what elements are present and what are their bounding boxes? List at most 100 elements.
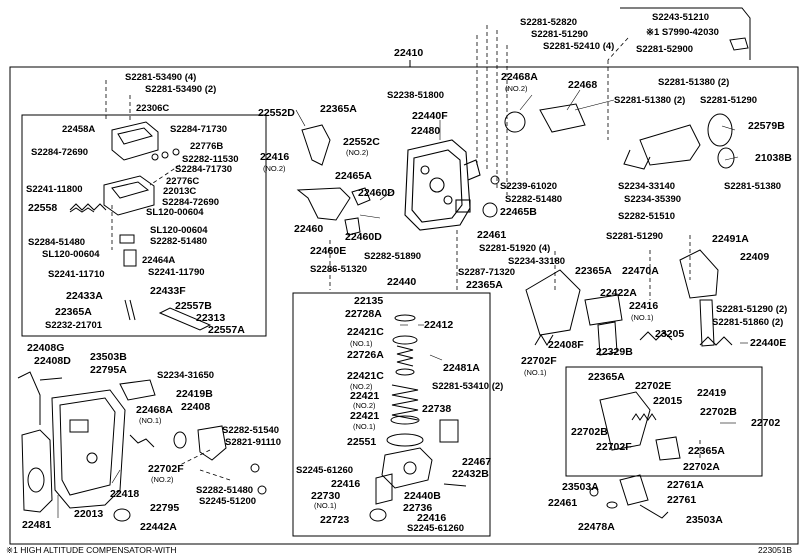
part-label: 22135: [354, 295, 384, 307]
part-label: ※1 S7990-42030: [646, 27, 719, 38]
part-label: 22460: [294, 223, 324, 235]
part-label: S2284-71730: [175, 164, 233, 175]
part-label: S2245-61260: [296, 465, 354, 476]
part-label: 22557B: [175, 300, 212, 312]
part-label: 22365A: [688, 445, 725, 457]
part-label: 22421C: [347, 326, 384, 338]
part-label: S2281-53490 (2): [145, 84, 217, 95]
part-label: 22460D: [358, 187, 395, 199]
part-note: (NO.1): [524, 368, 547, 377]
part-label: 22702F: [521, 355, 557, 367]
part-label: 22416: [629, 300, 659, 312]
part-label: 23503B: [90, 351, 127, 363]
part-label: S2281-51290: [606, 231, 664, 242]
part-label: 22433A: [66, 290, 103, 302]
part-label: S2281-51380 (2): [614, 95, 686, 106]
part-label: 22723: [320, 514, 350, 526]
part-label: 22412: [424, 319, 454, 331]
main-assembly-frame: [9, 66, 799, 545]
part-label: 22365A: [55, 306, 92, 318]
part-label: 22468: [568, 79, 598, 91]
part-label: 22702E: [635, 380, 672, 392]
part-label: S2282-51890: [364, 251, 422, 262]
part-label: 22461: [477, 229, 507, 241]
part-note: (NO.2): [151, 475, 174, 484]
diagram-id: 223051B: [758, 545, 793, 555]
part-label: S2241-11800: [26, 184, 83, 195]
part-label: 22468A: [501, 71, 538, 83]
part-label: 22465B: [500, 206, 537, 218]
part-label: S2281-52820: [520, 17, 578, 28]
part-label: 22468A: [136, 404, 173, 416]
part-label: S2243-51210: [652, 12, 710, 23]
part-label: 22702B: [571, 426, 608, 438]
part-label: 22365A: [575, 265, 612, 277]
assembly-number: 22410: [394, 47, 424, 59]
part-label: 22552D: [258, 107, 295, 119]
part-label: 22467: [462, 456, 492, 468]
part-label: 22306C: [136, 103, 170, 114]
part-label: 22736: [403, 502, 433, 514]
part-label: S2245-61260: [407, 523, 465, 534]
part-label: 22557A: [208, 324, 245, 336]
part-label: 22409: [740, 251, 770, 263]
part-label: 22418: [110, 488, 140, 500]
governor-housing-drawing: [404, 139, 481, 231]
part-label: 22460D: [345, 231, 382, 243]
part-label: 22552C: [343, 136, 380, 148]
part-note: (NO.2): [263, 164, 286, 173]
footer-note: ※1 HIGH ALTITUDE COMPENSATOR-WITH: [6, 545, 177, 555]
part-label: S2281-51290: [700, 95, 758, 106]
part-label: 22416: [417, 512, 447, 524]
part-label: 23503A: [562, 481, 599, 493]
part-label: S2239-61020: [500, 181, 558, 192]
part-label: 22416: [331, 478, 361, 490]
part-label: S2282-51480: [505, 194, 563, 205]
part-note: (NO.2): [350, 382, 373, 391]
part-label: 22440F: [412, 110, 448, 122]
part-label: 22579B: [748, 120, 785, 132]
part-label: S2238-51800: [387, 90, 445, 101]
part-label: 22433F: [150, 285, 186, 297]
part-label: S2284-72690: [31, 147, 89, 158]
part-label: S2282-51510: [618, 211, 676, 222]
part-label: 23205: [655, 328, 685, 340]
part-label: 22013: [74, 508, 104, 520]
part-label: 22761A: [667, 479, 704, 491]
part-label: 22551: [347, 436, 377, 448]
part-label: 22761: [667, 494, 697, 506]
part-label: 22558: [28, 202, 58, 214]
part-label: 22478A: [578, 521, 615, 533]
part-label: 22776B: [190, 141, 224, 152]
part-label: 22421: [350, 410, 380, 422]
plunger-stack-drawing: [369, 314, 467, 522]
part-label: 22726A: [347, 349, 384, 361]
lever-subframe: [565, 366, 763, 477]
part-label: 22480: [411, 125, 441, 137]
part-label: S2281-51860 (2): [712, 317, 784, 328]
part-label: S2282-51480: [150, 236, 208, 247]
part-label: 22461: [548, 497, 578, 509]
part-label: 22491A: [712, 233, 749, 245]
part-label: S2287-71320: [458, 267, 516, 278]
part-label: S2241-11790: [148, 267, 205, 278]
part-label: 22416: [260, 151, 290, 163]
part-label: S2281-51380: [724, 181, 782, 192]
part-label: 22795A: [90, 364, 127, 376]
part-label: 22730: [311, 490, 341, 502]
part-label: S2282-51480: [196, 485, 254, 496]
part-label: 22460E: [310, 245, 347, 257]
part-note: (NO.1): [350, 339, 373, 348]
part-label: S2284-51480: [28, 237, 86, 248]
part-label: 22702F: [596, 441, 632, 453]
part-label: 22419B: [176, 388, 213, 400]
part-label: 22440B: [404, 490, 441, 502]
part-label: S2232-21701: [45, 320, 103, 331]
part-label: S2281-53490 (4): [125, 72, 197, 83]
part-label: S2282-11530: [182, 154, 239, 165]
part-label: SL120-00604: [42, 249, 100, 260]
part-label: 22419: [697, 387, 727, 399]
part-label: S2234-35390: [624, 194, 682, 205]
part-label: S2281-51920 (4): [479, 243, 551, 254]
